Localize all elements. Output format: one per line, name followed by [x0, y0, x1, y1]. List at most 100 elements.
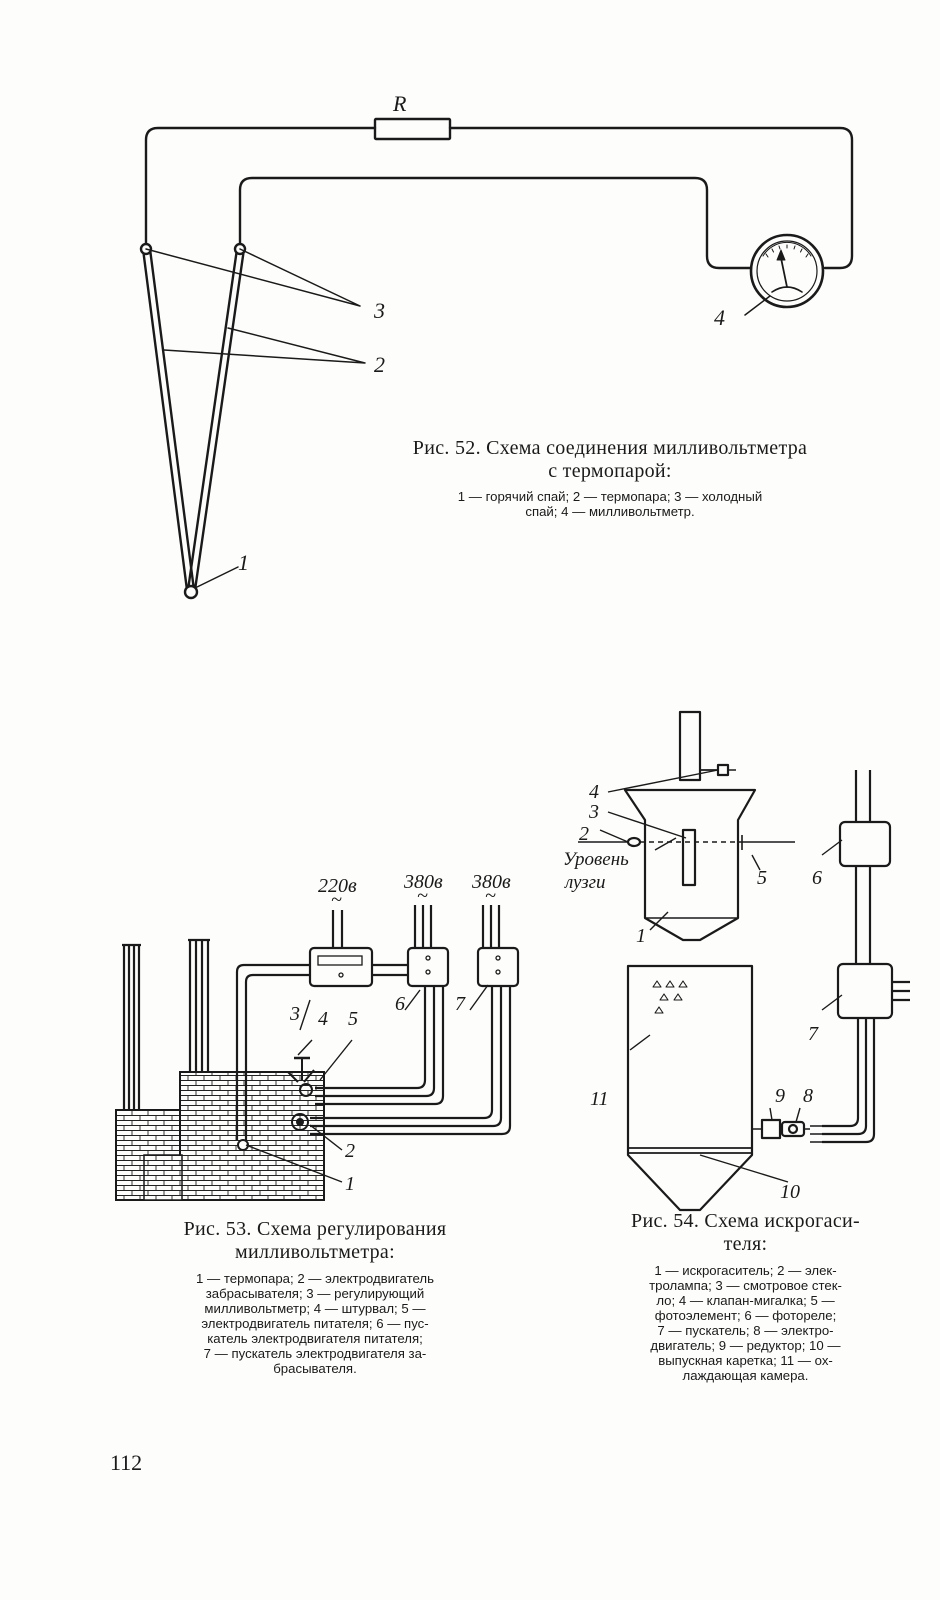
fig54-labels: 4 3 2 Уровень лузги 5 6 1 7 11 9 8 10 — [563, 781, 822, 1203]
fig53-label-3: 3 — [289, 1003, 300, 1025]
fig52-diagram — [139, 117, 854, 600]
photocell-icon — [741, 835, 795, 850]
fig52-label-r: R — [392, 91, 407, 116]
fig53-legend: 1 — термопара; 2 — электродвигатель забр… — [110, 1271, 520, 1376]
fig54-label-6: 6 — [812, 867, 822, 889]
starter-6-box — [406, 946, 450, 988]
wire-7-to-2-b — [310, 985, 503, 1128]
lamp-icon — [626, 836, 642, 848]
fig53-label-1: 1 — [345, 1173, 355, 1195]
thermocouple-wire-inner — [244, 973, 310, 1140]
fig52-outer-wire — [144, 126, 377, 247]
fig54-label-8: 8 — [803, 1085, 813, 1107]
fig54-label-1: 1 — [636, 925, 646, 947]
leader-2 — [163, 327, 366, 364]
fig52-label-1: 1 — [238, 550, 249, 575]
fig54-label-7: 7 — [808, 1023, 819, 1045]
fig52-legend-line1: 1 — горячий спай; 2 — термопара; 3 — хол… — [457, 489, 763, 504]
feeder-motor-icon — [287, 1069, 315, 1083]
fig54-caption: Рис. 54. Схема искрогаси- теля: 1 — искр… — [578, 1210, 913, 1383]
fig53-label-6: 6 — [395, 993, 405, 1015]
thrower-motor-icon — [291, 1113, 309, 1131]
furnace-main-block — [179, 1071, 325, 1201]
leader-1 — [194, 566, 239, 589]
fig54-label-10: 10 — [780, 1181, 800, 1203]
chimney-right — [188, 940, 210, 1072]
starter-7-box — [836, 962, 894, 1020]
fig53-legend-line: катель электродвигателя питателя; — [207, 1331, 423, 1346]
supply-380-b — [481, 905, 501, 948]
fig53-legend-line: милливольтметр; 4 — штурвал; 5 — — [204, 1301, 426, 1316]
thermocouple-left-leg — [141, 247, 196, 592]
reducer-icon — [760, 1118, 782, 1140]
fig52-label-3: 3 — [373, 298, 385, 323]
wire-7-to-8-c — [822, 1018, 876, 1144]
inlet-pipe — [678, 710, 702, 782]
wire-6-to-5-a — [315, 985, 427, 1090]
fig54-label-9: 9 — [775, 1085, 785, 1107]
supply-wires-7 — [892, 980, 910, 1002]
fig54-legend-line: ло; 4 — клапан-мигалка; 5 — — [656, 1293, 835, 1308]
supply-wires-6 — [854, 770, 872, 822]
thermocouple-wire-outer — [235, 963, 310, 1140]
fig54-legend-line: 7 — пускатель; 8 — электро- — [657, 1323, 834, 1338]
fig53-label-4: 4 — [318, 1008, 328, 1030]
fig53-diagram — [115, 905, 520, 1201]
supply-380-a — [413, 905, 433, 948]
fig54-label-11: 11 — [590, 1088, 609, 1110]
fig54-legend-line: двигатель; 9 — редуктор; 10 — — [650, 1338, 841, 1353]
fig53-legend-line: электродвигатель питателя; 6 — пус- — [201, 1316, 429, 1331]
chimney-left — [122, 945, 141, 1110]
discharge-carriage — [628, 1147, 752, 1154]
fig53-voltage-380-a: 380в — [403, 871, 443, 893]
fig54-legend-line: 1 — искрогаситель; 2 — элек- — [654, 1263, 837, 1278]
fig54-label-4: 4 — [589, 781, 599, 803]
fig53-legend-line: 7 — пускатель электродвигателя за- — [203, 1346, 427, 1361]
fig54-level-label-2: лузги — [564, 872, 606, 893]
fig53-legend-line: забрасывателя; 3 — регулирующий — [205, 1286, 425, 1301]
fig54-title-line1: Рис. 54. Схема искрогаси- — [631, 1210, 860, 1232]
supply-220 — [331, 910, 344, 948]
cooling-chamber — [626, 964, 754, 1212]
fig54-legend-line: тролампа; 3 — смотровое стек- — [649, 1278, 842, 1293]
hot-junction — [183, 584, 199, 600]
photorelay-6-box — [838, 820, 892, 868]
fig54-title-line2: теля: — [723, 1233, 768, 1255]
fig52-label-4: 4 — [714, 305, 725, 330]
fig54-legend-line: выпускная каретка; 11 — ох- — [658, 1353, 833, 1368]
fig54-legend-line: фотоэлемент; 6 — фотореле; — [654, 1308, 837, 1323]
fig52-legend-line2: спай; 4 — милливольтметр. — [525, 504, 695, 519]
fig53-label-5: 5 — [348, 1008, 358, 1030]
fig54-legend-line: лаждающая камера. — [682, 1368, 809, 1383]
feeder-motor-body — [299, 1083, 313, 1097]
thermocouple-right-leg — [186, 247, 246, 592]
fig54-label-3: 3 — [588, 801, 599, 823]
fig52-title-line1: Рис. 52. Схема соединения милливольтметр… — [412, 437, 808, 459]
fig53-caption: Рис. 53. Схема регулирования милливольтм… — [110, 1218, 520, 1376]
wire-3-to-6 — [370, 963, 410, 977]
wire-7-to-8-b — [822, 1018, 868, 1136]
fig53-voltage-220: 220в — [318, 875, 357, 897]
thermocouple-tip — [237, 1139, 249, 1151]
wire-6-to-5-c — [315, 985, 445, 1106]
fig54-label-2: 2 — [579, 823, 589, 845]
resistor-r — [373, 117, 452, 141]
wire-7-to-8-a — [822, 1018, 860, 1128]
fig53-legend-line: брасывателя. — [273, 1361, 357, 1376]
fig52-labels: R 3 2 1 4 — [238, 91, 725, 575]
leader-4 — [744, 295, 771, 316]
fig53-ac-380-a: ~ — [417, 885, 428, 907]
fig54-level-label-1: Уровень — [563, 849, 629, 870]
fig54-label-5: 5 — [757, 867, 767, 889]
cooling-holes — [652, 980, 688, 1014]
fig54-diagram — [578, 710, 910, 1212]
fig52-caption: Рис. 52. Схема соединения милливольтметр… — [340, 437, 880, 519]
fig53-label-2: 2 — [345, 1140, 355, 1162]
spark-arrester-body — [623, 788, 757, 942]
page-number: 112 — [110, 1450, 143, 1475]
fig52-legend: 1 — горячий спай; 2 — термопара; 3 — хол… — [340, 489, 880, 519]
fig52-label-2: 2 — [374, 352, 385, 377]
fig53-ac-220: ~ — [331, 889, 342, 911]
